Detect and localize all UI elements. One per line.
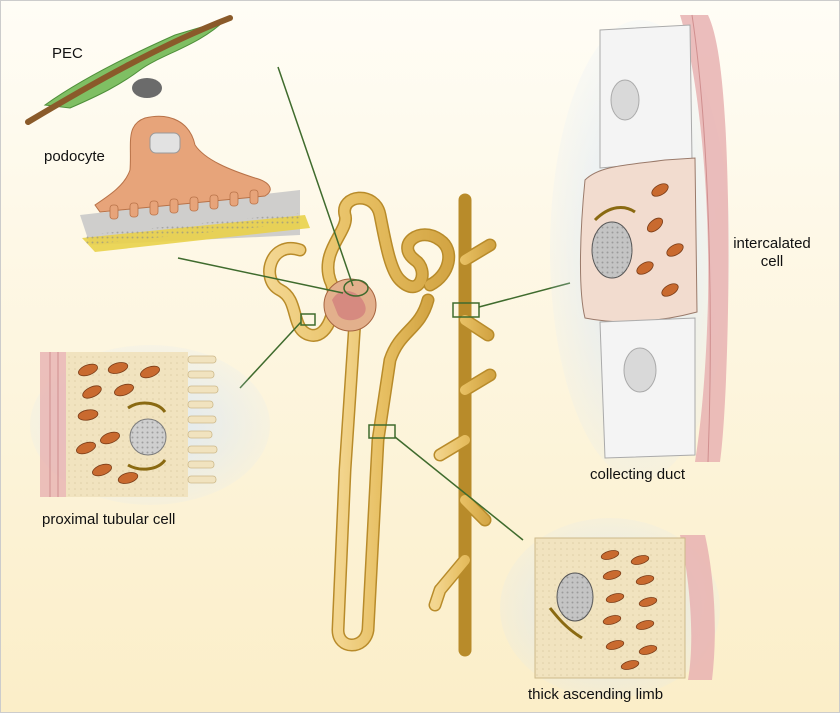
label-pec: PEC: [52, 45, 83, 63]
label-intercalated-line2: cell: [722, 253, 822, 271]
label-collecting-duct: collecting duct: [590, 466, 685, 484]
label-podocyte: podocyte: [44, 148, 105, 166]
label-proximal-tubular-cell: proximal tubular cell: [42, 511, 175, 529]
thick-ascending-limb-illustration: [500, 518, 720, 698]
label-intercalated-line1: intercalated: [722, 235, 822, 253]
label-intercalated-cell: intercalated cell: [722, 235, 822, 271]
label-thick-ascending-limb: thick ascending limb: [528, 686, 663, 704]
glomerulus: [324, 279, 376, 331]
proximal-tubular-cell-illustration: [30, 345, 270, 505]
